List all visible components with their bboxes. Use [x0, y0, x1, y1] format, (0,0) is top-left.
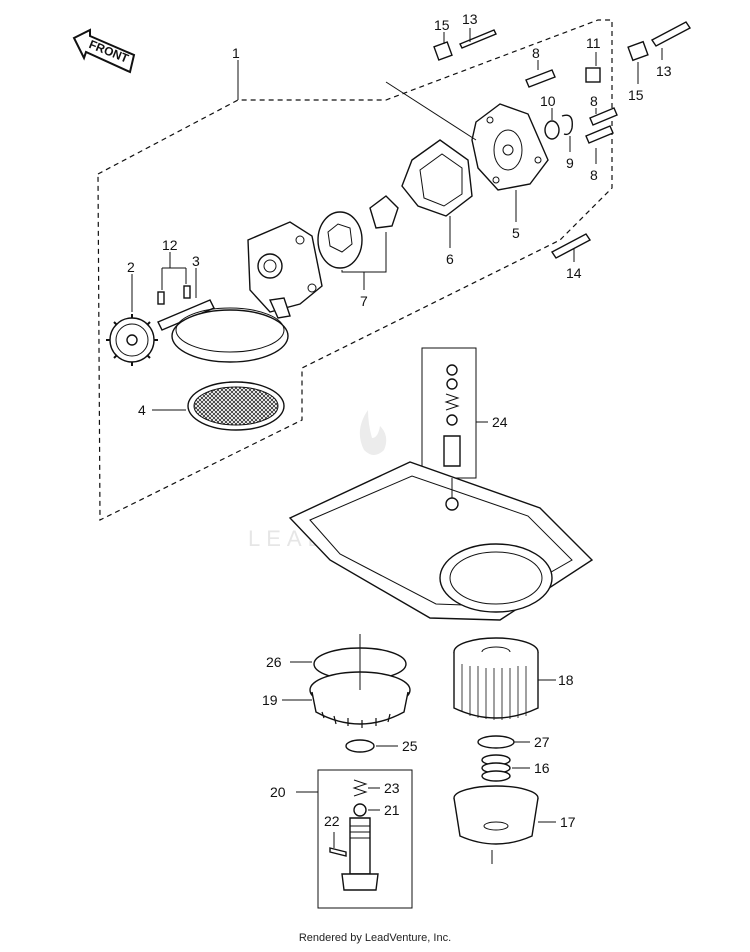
pins-part — [157, 285, 191, 305]
callout-4: 4 — [138, 402, 146, 418]
o-ring-part-25 — [345, 739, 375, 753]
sprocket-part — [106, 314, 158, 366]
callout-labels: 1 2 3 4 5 6 7 8 8 8 9 10 11 12 13 13 14 … — [127, 11, 672, 830]
filter-cover-part — [309, 634, 411, 728]
oil-filter-part — [453, 637, 539, 720]
callout-27: 27 — [534, 734, 550, 750]
callout-19: 19 — [262, 692, 278, 708]
bolt-part-8a — [525, 69, 556, 88]
leader-7 — [341, 232, 387, 290]
oil-strainer-part — [187, 381, 285, 431]
callout-23: 23 — [384, 780, 400, 796]
callout-24: 24 — [492, 414, 508, 430]
callout-5: 5 — [512, 225, 520, 241]
callout-7: 7 — [360, 293, 368, 309]
relief-valve-part — [421, 347, 477, 479]
callout-20: 20 — [270, 784, 286, 800]
pump-body-part — [247, 221, 323, 319]
callout-8c: 8 — [590, 167, 598, 183]
collar-part-b — [627, 40, 649, 62]
washer-part-27 — [477, 735, 515, 749]
callout-13a: 13 — [462, 11, 478, 27]
pump-cover-part — [471, 103, 549, 191]
spring-part-16 — [481, 754, 511, 782]
front-arrow-icon: FRONT — [72, 28, 136, 74]
washer-part-10 — [544, 120, 560, 140]
callout-8a: 8 — [532, 45, 540, 61]
bolt-part-8c — [585, 125, 614, 144]
bolt-part-13b — [650, 21, 692, 47]
callout-6: 6 — [446, 251, 454, 267]
callout-21: 21 — [384, 802, 400, 818]
callout-9: 9 — [566, 155, 574, 171]
leader-12 — [161, 252, 187, 290]
callout-25: 25 — [402, 738, 418, 754]
filter-housing-part-17 — [453, 785, 539, 845]
callout-2: 2 — [127, 259, 135, 275]
gasket-part — [401, 139, 473, 217]
footer-credit: Rendered by LeadVenture, Inc. — [298, 932, 452, 944]
callout-1: 1 — [232, 45, 240, 61]
rotors-part — [317, 195, 399, 269]
callout-17: 17 — [560, 814, 576, 830]
pump-shaft-part — [157, 299, 215, 331]
bolt-part-8b — [589, 107, 618, 126]
oil-pan-part — [288, 461, 594, 621]
filter-bolt-assembly — [317, 769, 413, 909]
pump-assembly-boundary — [97, 19, 613, 521]
callout-18: 18 — [558, 672, 574, 688]
callout-12: 12 — [162, 237, 178, 253]
callout-22: 22 — [324, 813, 340, 829]
bolt-part-13a — [459, 29, 497, 49]
clip-part-9 — [561, 114, 573, 136]
callout-11: 11 — [586, 35, 601, 51]
callout-15b: 15 — [628, 87, 644, 103]
callout-3: 3 — [192, 253, 200, 269]
pump-plate-part — [171, 309, 289, 363]
callout-16: 16 — [534, 760, 550, 776]
callout-13b: 13 — [656, 63, 672, 79]
callout-14: 14 — [566, 265, 582, 281]
dowel-part-11 — [585, 67, 601, 83]
callout-8b: 8 — [590, 93, 598, 109]
callout-15a: 15 — [434, 17, 450, 33]
callout-26: 26 — [266, 654, 282, 670]
callout-10: 10 — [540, 93, 556, 109]
bolt-part-14 — [550, 233, 592, 259]
collar-part-a — [433, 41, 453, 61]
